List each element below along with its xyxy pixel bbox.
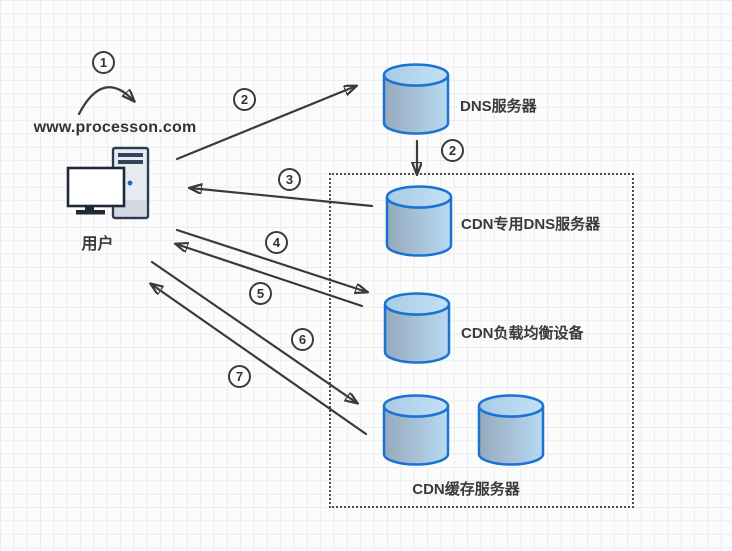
cdn-cache-server-label: CDN缓存服务器 [412,481,520,498]
step-badge-4: 4 [265,231,288,254]
user-label: 用户 [81,236,114,253]
cdn-dns-server-label: CDN专用DNS服务器 [461,216,601,233]
step-badge-3: 3 [278,168,301,191]
step-badge-5: 5 [249,282,272,305]
step-badge-7: 7 [228,365,251,388]
dns-server-label: DNS服务器 [460,98,537,115]
cdn-cache-cylinder-1 [382,394,450,466]
cdn-load-balancer-label: CDN负载均衡设备 [461,325,584,342]
step-badge-2b: 2 [441,139,464,162]
arrow-1-browse [77,86,134,116]
cdn-dns-server-cylinder [385,185,453,257]
user-computer-icon [66,146,150,220]
step-badge-1: 1 [92,51,115,74]
url-text: www.processon.com [33,119,197,136]
cdn-cache-cylinder-2 [477,394,545,466]
step-badge-6: 6 [291,328,314,351]
cdn-load-balancer-cylinder [383,292,451,364]
step-badge-2a: 2 [233,88,256,111]
dns-server-cylinder [382,63,450,135]
